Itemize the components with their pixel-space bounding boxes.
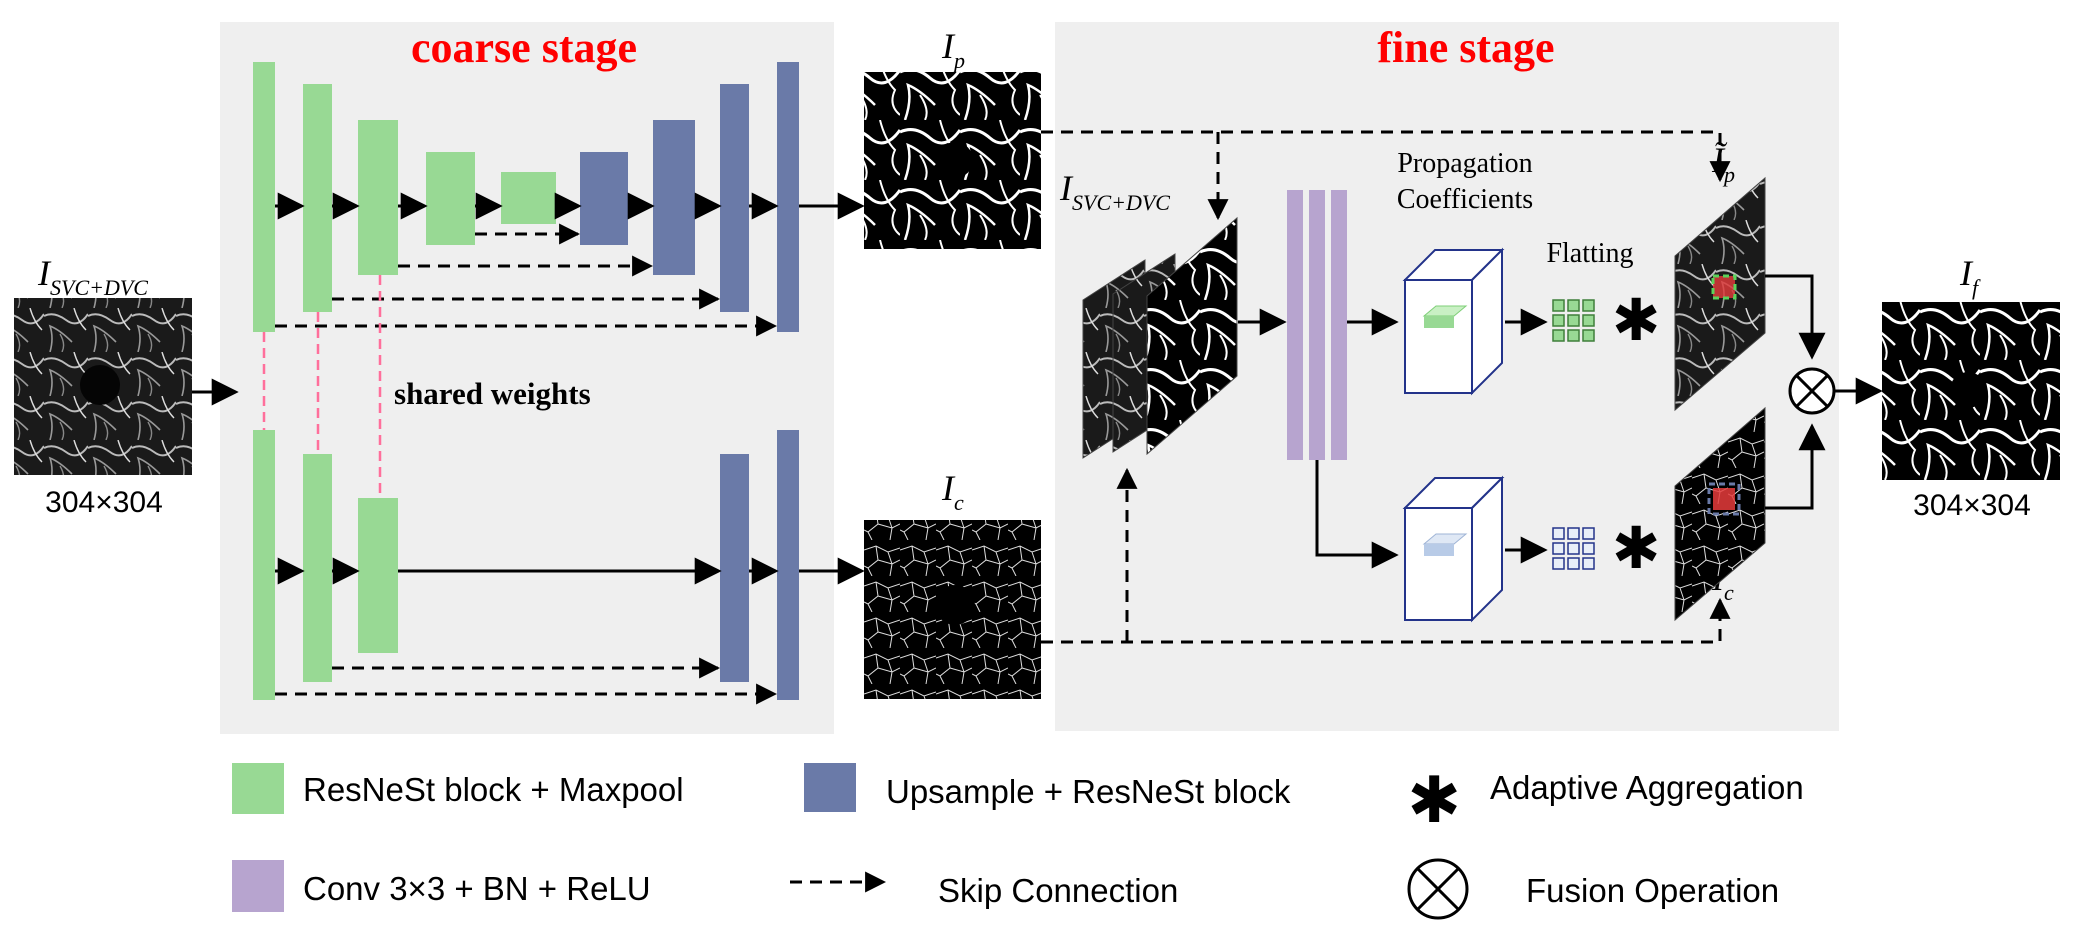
legend-fusion-icon [1407, 858, 1469, 920]
kernel-grid-upper [1552, 299, 1595, 342]
kernel-cell [1552, 527, 1565, 540]
decoder-block [580, 152, 628, 245]
legend-aggregation-label: Adaptive Aggregation [1490, 769, 1804, 806]
encoder-block [426, 152, 475, 245]
skip-connection [1041, 130, 1731, 183]
output-c-fovea [935, 585, 975, 625]
kernel-cell [1552, 329, 1565, 342]
cube-slice [1424, 544, 1454, 556]
decoder-block [777, 62, 799, 332]
kernel-cell [1582, 299, 1595, 312]
kernel-cell [1552, 314, 1565, 327]
legend-encoder-label: ResNeSt block + Maxpool [303, 771, 684, 808]
encoder-block [303, 84, 332, 312]
stack-layer [1146, 216, 1238, 456]
legend-fusion-label: Fusion Operation [1526, 872, 1779, 909]
kernel-cell [1582, 542, 1595, 555]
kernel-cell [1582, 527, 1595, 540]
decoder-block [653, 120, 695, 275]
stack-label: ISVC+DVC [1059, 168, 1170, 215]
fusion-operator [1788, 367, 1836, 415]
lower-unet [253, 430, 865, 705]
decoder-block [720, 84, 749, 312]
refined-c-image [1674, 406, 1766, 622]
kernel-cell [1552, 542, 1565, 555]
encoder-block [501, 172, 556, 224]
legend: ResNeSt block + Maxpool Upsample + ResNe… [232, 763, 1804, 920]
aggregation-symbol: ✱ [1612, 288, 1661, 353]
final-output-label: If [1959, 253, 1981, 300]
decoder-block [720, 454, 749, 682]
cube-slice [1424, 316, 1454, 328]
flow-arrow [1765, 274, 1826, 360]
output-c-label: Ic [941, 468, 964, 515]
conv-block [1331, 190, 1347, 460]
input-stack [1082, 216, 1238, 459]
legend-aggregation-icon: ✱ [1407, 764, 1461, 836]
input-label: ISVC+DVC [37, 253, 148, 300]
kernel-cell [1567, 314, 1580, 327]
conv-block [1287, 190, 1303, 460]
output-p-label: Ip [941, 26, 965, 73]
decoder-block [777, 430, 799, 700]
flow-arrow [1765, 423, 1826, 510]
legend-decoder-label: Upsample + ResNeSt block [886, 773, 1291, 810]
cube-front [1404, 279, 1473, 394]
conv-block [1309, 190, 1325, 460]
kernel-cell [1567, 329, 1580, 342]
coefficients-label: Coefficients [1397, 184, 1533, 215]
input-fovea [80, 365, 120, 405]
kernel-cell [1567, 557, 1580, 570]
kernel-cell [1567, 542, 1580, 555]
cube-front [1404, 507, 1473, 621]
coefficient-cube-upper [1402, 247, 1505, 396]
kernel-cell [1552, 299, 1565, 312]
input-size-label: 304×304 [45, 486, 163, 519]
encoder-block [253, 62, 275, 332]
output-p-fovea [937, 142, 973, 178]
kernel-cell [1582, 314, 1595, 327]
legend-skip-label: Skip Connection [938, 872, 1178, 909]
refined-c-kernel-overlay [1707, 482, 1741, 516]
kernel-grid-lower [1552, 527, 1595, 570]
refined-p-kernel-overlay [1711, 274, 1737, 300]
final-output-fovea [1950, 372, 1986, 408]
encoder-block [253, 430, 275, 700]
kernel-cell [1582, 329, 1595, 342]
final-output-size-label: 304×304 [1913, 489, 2031, 522]
kernel-cell [1567, 527, 1580, 540]
legend-encoder-swatch [232, 763, 284, 814]
legend-conv-swatch [232, 860, 284, 912]
shared-weights-label: shared weights [394, 376, 591, 411]
encoder-block [303, 454, 332, 682]
legend-conv-label: Conv 3×3 + BN + ReLU [303, 870, 651, 907]
kernel-cell [1567, 299, 1580, 312]
flow-arrow [1315, 460, 1399, 569]
encoder-block [358, 498, 398, 653]
legend-decoder-swatch [804, 763, 856, 812]
flatting-label: Flatting [1546, 238, 1633, 269]
kernel-cell [1582, 557, 1595, 570]
coefficient-cube-lower [1402, 475, 1505, 623]
aggregation-symbol: ✱ [1612, 516, 1661, 581]
refined-p-label: Ĩp [1711, 140, 1735, 187]
skip-connection [1041, 597, 1731, 644]
encoder-block [358, 120, 398, 275]
coarse-stage-title: coarse stage [411, 23, 637, 72]
upper-unet [253, 62, 865, 337]
propagation-label: Propagation [1397, 148, 1532, 179]
fine-stage-title: fine stage [1377, 23, 1554, 72]
kernel-cell [1552, 557, 1565, 570]
